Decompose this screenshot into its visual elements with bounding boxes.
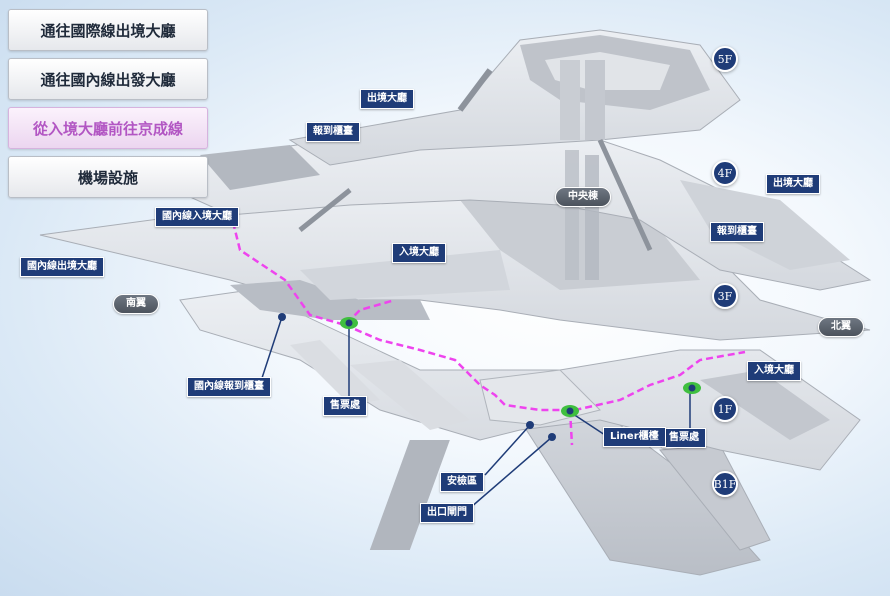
5f-deck (288, 29, 741, 166)
wing-north-pill: 北翼 (818, 317, 864, 337)
label-ticket-right: 售票處 (662, 428, 706, 448)
label-dom-arrival: 國內線入境大廳 (155, 207, 239, 227)
4f-deck (128, 134, 872, 291)
label-ticket-left: 售票處 (323, 396, 367, 416)
nav-intl-departure-button[interactable]: 通往國際線出境大廳 (8, 9, 208, 51)
label-exit-gate: 出口閘門 (420, 503, 474, 523)
label-dom-checkin: 國內線報到櫃臺 (187, 377, 271, 397)
label-departure-4f: 出境大廳 (766, 174, 820, 194)
floor-4f-badge[interactable]: 4F (712, 160, 738, 186)
floor-5f-badge[interactable]: 5F (712, 46, 738, 72)
wing-center-pill: 中央棟 (555, 187, 611, 207)
label-checkin-4f: 報到櫃臺 (710, 222, 764, 242)
label-liner-counter: Liner櫃檯 (603, 427, 666, 447)
label-departure-5f: 出境大廳 (360, 89, 414, 109)
leader-lines (261, 316, 691, 509)
central-shafts (298, 68, 653, 280)
floor-1f-badge[interactable]: 1F (712, 396, 738, 422)
b1f-deck (369, 409, 771, 576)
floor-b1f-badge[interactable]: B1F (712, 471, 738, 497)
nav-facilities-button[interactable]: 機場設施 (8, 156, 208, 198)
label-checkin-5f: 報到櫃臺 (306, 122, 360, 142)
label-security: 安檢區 (440, 472, 484, 492)
wing-south-pill: 南翼 (113, 294, 159, 314)
markers (278, 313, 701, 441)
floor-3f-badge[interactable]: 3F (712, 283, 738, 309)
label-dom-departure: 國內線出境大廳 (20, 257, 104, 277)
nav-arrival-to-keisei-button[interactable]: 從入境大廳前往京成線 (8, 107, 208, 149)
nav-dom-departure-button[interactable]: 通往國內線出發大廳 (8, 58, 208, 100)
label-arrival-mid: 入境大廳 (392, 243, 446, 263)
label-arrival-right: 入境大廳 (747, 361, 801, 381)
